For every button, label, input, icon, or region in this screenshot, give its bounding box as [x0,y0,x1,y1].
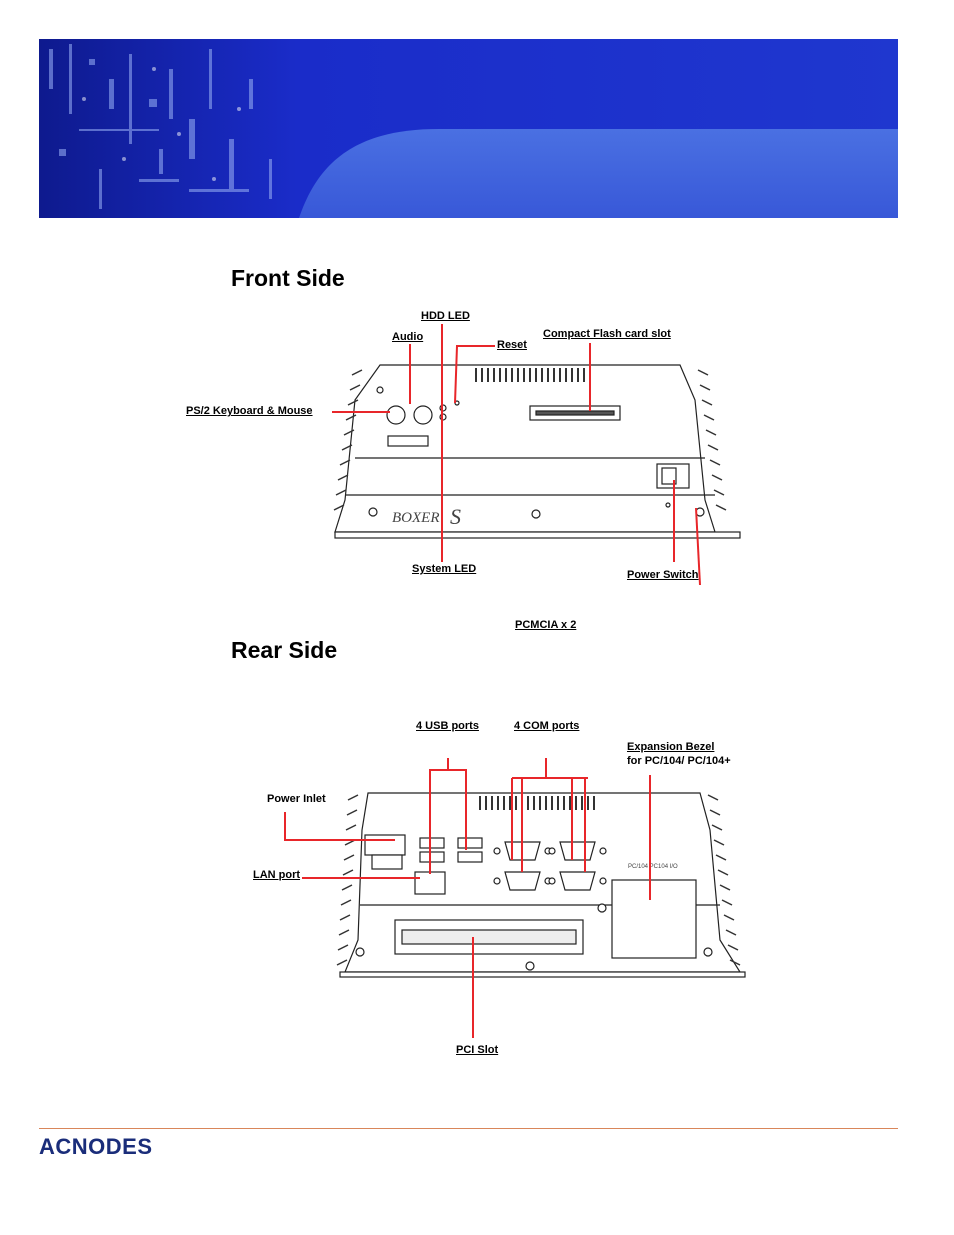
front-side-diagram: BOXER S [332,324,741,586]
rear-side-diagram: PC/104 PC104 I/O [284,758,746,1038]
header-banner [39,39,898,218]
expansion-bezel-label: Expansion Bezel [627,741,715,753]
footer-rule [39,1128,898,1129]
reset-label: Reset [497,339,527,351]
logo-text: ACNODES [39,1134,153,1159]
power-inlet-label: Power Inlet [267,793,326,805]
system-led-label: System LED [412,563,477,575]
rear-board-text: PC/104 PC104 I/O [628,864,678,870]
rear-top-vents [479,796,595,810]
com-ports-label: 4 COM ports [514,720,580,732]
lan-port-label: LAN port [253,869,301,881]
front-callout-lines [332,324,701,586]
ps2-label: PS/2 Keyboard & Mouse [186,405,313,417]
acnodes-logo: ACNODES [39,1134,153,1160]
compact-flash-label: Compact Flash card slot [543,328,671,340]
usb-ports-label: 4 USB ports [416,720,479,732]
pcmcia-label: PCMCIA x 2 [515,619,577,631]
front-cooling-fins [333,369,727,511]
rear-components [355,834,713,971]
front-components [368,386,705,519]
pci-slot-label: PCI Slot [456,1044,499,1056]
rear-cooling-fins [336,794,741,966]
hdd-led-label: HDD LED [421,310,470,322]
rear-side-title: Rear Side [231,637,338,663]
front-side-title: Front Side [231,265,345,291]
rear-callout-lines [284,758,651,1038]
svg-text:S: S [450,504,461,529]
power-switch-label: Power Switch [627,569,699,581]
audio-label: Audio [392,331,424,343]
expansion-bezel-label-2: for PC/104/ PC/104+ [627,755,731,767]
svg-text:BOXER: BOXER [392,510,439,526]
